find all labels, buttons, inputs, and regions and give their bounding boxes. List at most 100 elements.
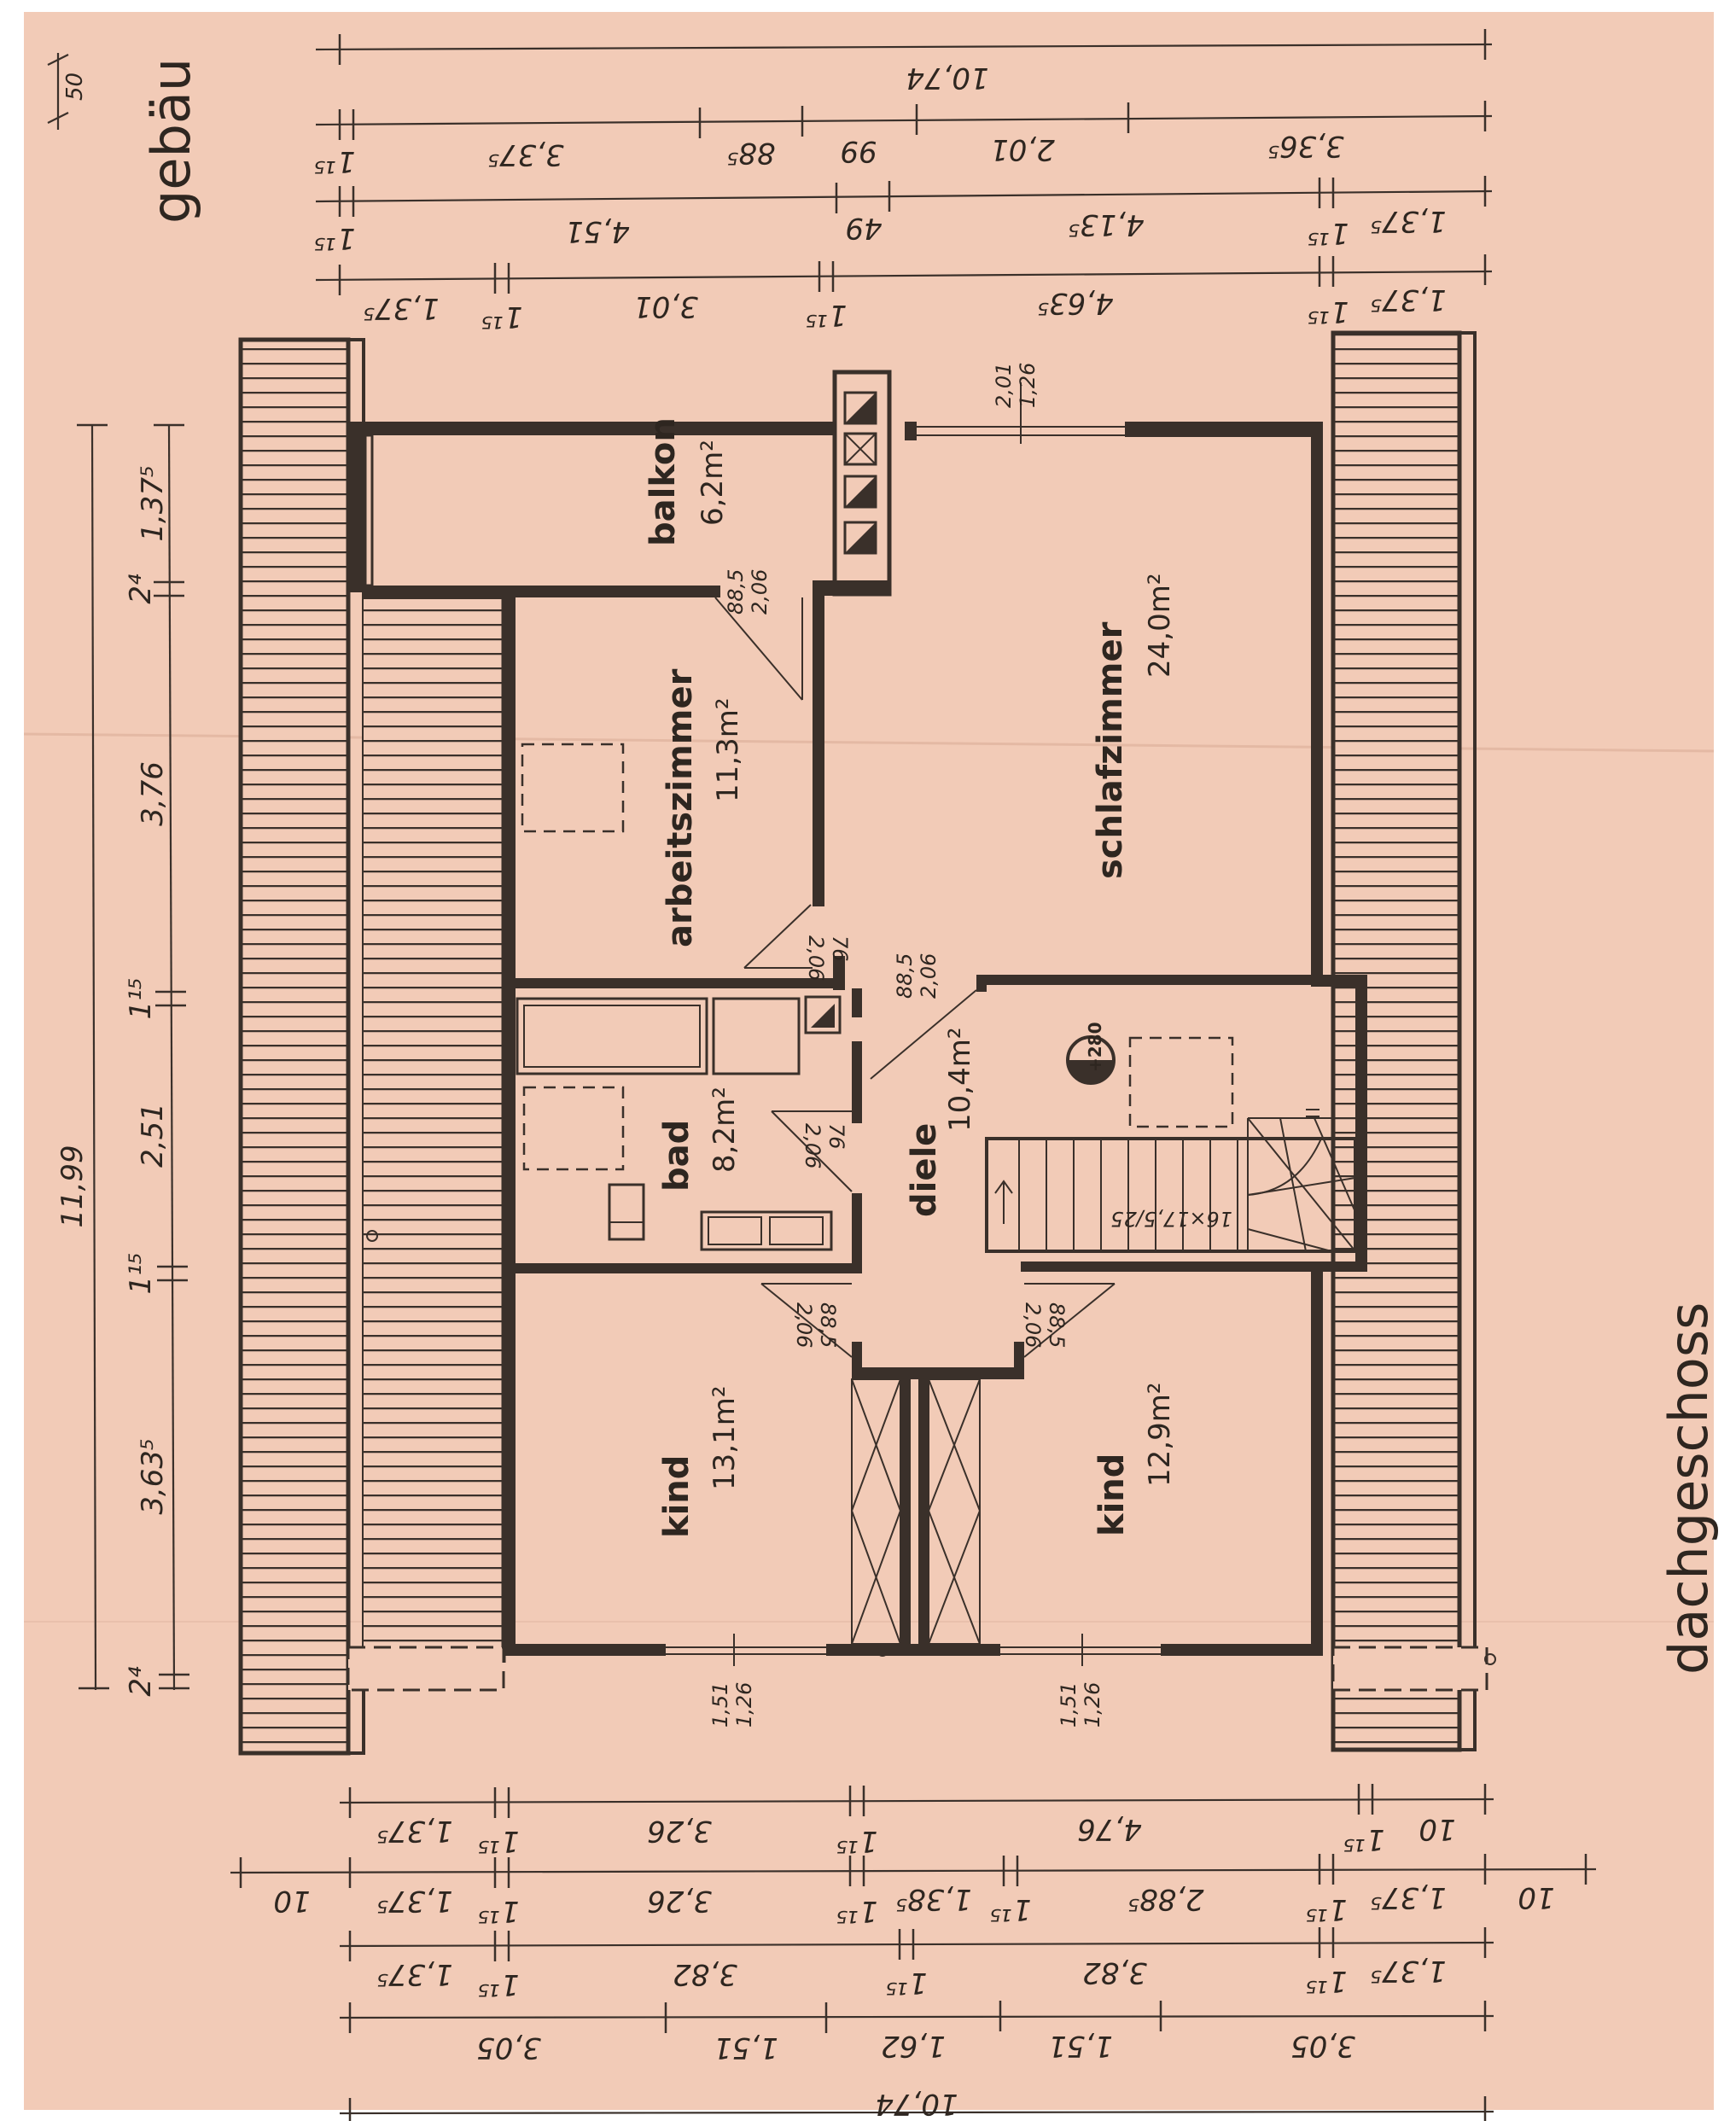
dim-bot1-0: 1,37⁵ <box>376 1814 452 1848</box>
dim-bot2-9: 1,37⁵ <box>1370 1880 1446 1914</box>
room-area-kind-left: 13,1m² <box>708 1386 742 1490</box>
building-label-cut: gebäu <box>140 58 202 224</box>
dim-left-3: 1¹⁵ <box>124 978 158 1020</box>
dim-bot1-2: 3,26 <box>647 1814 712 1848</box>
dim-bot1-1: 1¹⁵ <box>478 1824 520 1858</box>
dim-bot3-3: 1¹⁵ <box>886 1966 928 2000</box>
dim-bot2-8: 1¹⁵ <box>1306 1892 1348 1926</box>
dim-top4-0: 1,37⁵ <box>363 291 439 325</box>
dim-top3-0: 1¹⁵ <box>314 221 356 255</box>
dim-top1-0: 10,74 <box>906 61 988 95</box>
dim-bot3-2: 3,82 <box>673 1957 737 1991</box>
desk-outline <box>521 743 625 833</box>
dim-top4-2: 3,01 <box>633 289 698 323</box>
dim-top3-5: 1,37⁵ <box>1370 204 1446 238</box>
room-name-schlafzimmer: schlafzimmer <box>1091 621 1130 879</box>
door-bad-label-1: 76 <box>824 1123 848 1150</box>
room-name-bad: bad <box>657 1120 696 1192</box>
bad-dashed-area <box>522 1086 625 1171</box>
room-name-diele: diele <box>905 1123 944 1217</box>
level-marker <box>1066 1035 1116 1085</box>
room-area-kind-right: 12,9m² <box>1143 1383 1177 1487</box>
dim-left-6: 3,63⁵ <box>136 1438 170 1514</box>
dim-top4-1: 1¹⁵ <box>481 300 523 334</box>
dim-bot4-3: 1,51 <box>1048 2029 1113 2063</box>
window-bl-label-1: 1,51 <box>708 1682 732 1728</box>
door-arbeit-label-1: 76 <box>828 935 852 962</box>
dim-bot1-5: 1¹⁵ <box>1343 1822 1385 1856</box>
dim-top3-1: 4,51 <box>565 214 630 248</box>
room-name-arbeitszimmer: arbeitszimmer <box>661 668 700 947</box>
room-area-schlafzimmer: 24,0m² <box>1143 574 1177 678</box>
dim-bot2-5: 1,38⁵ <box>895 1882 971 1916</box>
roof-right <box>1331 330 1496 1752</box>
dim-bot1-4: 4,76 <box>1077 1812 1142 1846</box>
dim-bot3-4: 3,82 <box>1082 1955 1147 1990</box>
dimension-ticks <box>77 29 1587 2121</box>
door-arbeitszimmer <box>743 904 813 969</box>
room-area-bad: 8,2m² <box>708 1087 742 1173</box>
room-name-kind-right: kind <box>1092 1454 1132 1536</box>
shower <box>712 997 801 1075</box>
dim-bot3-5: 1¹⁵ <box>1306 1964 1348 1998</box>
window-bl-label-2: 1,26 <box>732 1682 756 1728</box>
room-name-kind-left: kind <box>657 1455 696 1538</box>
dim-left-1: 2⁴ <box>124 574 158 604</box>
dim-bot2-0: 10 <box>273 1884 310 1918</box>
door-bad <box>771 1110 853 1192</box>
dim-bot3-0: 1,37⁵ <box>376 1957 452 1991</box>
door-kind-right-label-1: 88,5 <box>1045 1302 1069 1348</box>
room-name-balkon: balkon <box>644 417 683 546</box>
door-bad-label-2: 2,06 <box>801 1123 824 1168</box>
dim-bot3-6: 1,37⁵ <box>1370 1954 1446 1988</box>
door-diele-label-2: 2,06 <box>917 953 941 999</box>
dim-top2-1: 3,37⁵ <box>487 137 563 172</box>
toilet <box>608 1183 645 1241</box>
scale-label: 50 <box>62 73 88 101</box>
stair-label: 16×17,5/25 <box>1110 1207 1232 1231</box>
window-br-label-2: 1,26 <box>1081 1682 1104 1728</box>
dim-top4-6: 1,37⁵ <box>1370 283 1446 317</box>
dim-bot3-1: 1¹⁵ <box>478 1967 520 2002</box>
dim-bot5-0: 10,74 <box>875 2087 958 2121</box>
dim-bot2-3: 3,26 <box>647 1884 712 1918</box>
door-diele-label-1: 88,5 <box>893 953 917 999</box>
dim-bot2-7: 2,88⁵ <box>1127 1882 1203 1916</box>
level-marker-label: +280 <box>1085 1022 1105 1072</box>
door-balkon-label-1: 88,5 <box>724 569 748 615</box>
door-kind-right-label-2: 2,06 <box>1021 1302 1045 1348</box>
dim-top2-0: 1¹⁵ <box>314 144 356 178</box>
dim-top3-4: 1¹⁵ <box>1308 216 1349 250</box>
door-kind-left-label-1: 88,5 <box>816 1302 840 1348</box>
interior-floor <box>348 370 1367 1666</box>
dim-left-7: 2⁴ <box>124 1666 158 1697</box>
dim-bot4-0: 3,05 <box>476 2031 541 2065</box>
dim-left-4: 2,51 <box>136 1103 170 1168</box>
room-area-diele: 10,4m² <box>943 1028 977 1132</box>
dim-bot4-2: 1,62 <box>881 2029 946 2063</box>
door-kind-left-label-2: 2,06 <box>792 1302 816 1348</box>
diele-dashed-area <box>1128 1036 1234 1128</box>
dim-top2-4: 2,01 <box>990 132 1055 166</box>
door-kind-right <box>1023 1283 1116 1358</box>
dim-top2-5: 3,36⁵ <box>1267 129 1343 163</box>
dim-top4-5: 1¹⁵ <box>1308 294 1349 329</box>
room-area-arbeitszimmer: 11,3m² <box>711 698 745 802</box>
dim-bot4-1: 1,51 <box>714 2031 778 2065</box>
washbasin <box>700 1210 833 1251</box>
dim-bot2-4: 1¹⁵ <box>836 1894 878 1928</box>
dim-bot1-6: 10 <box>1419 1812 1455 1846</box>
window-top-label-2: 1,26 <box>1016 363 1040 408</box>
scale-mark <box>47 53 69 130</box>
window-br-label-1: 1,51 <box>1057 1682 1081 1728</box>
dim-top2-3: 99 <box>840 134 877 168</box>
window-top-label-1: 2,01 <box>992 363 1016 408</box>
door-diele <box>870 989 977 1080</box>
dim-top4-4: 4,63⁵ <box>1037 286 1113 320</box>
dim-top3-3: 4,13⁵ <box>1068 207 1144 242</box>
dim-bot2-6: 1¹⁵ <box>990 1892 1032 1926</box>
dim-bot4-4: 3,05 <box>1290 2029 1355 2063</box>
floor-title: dachgeschoss <box>1657 1302 1720 1675</box>
dim-bot1-3: 1¹⁵ <box>836 1824 878 1858</box>
